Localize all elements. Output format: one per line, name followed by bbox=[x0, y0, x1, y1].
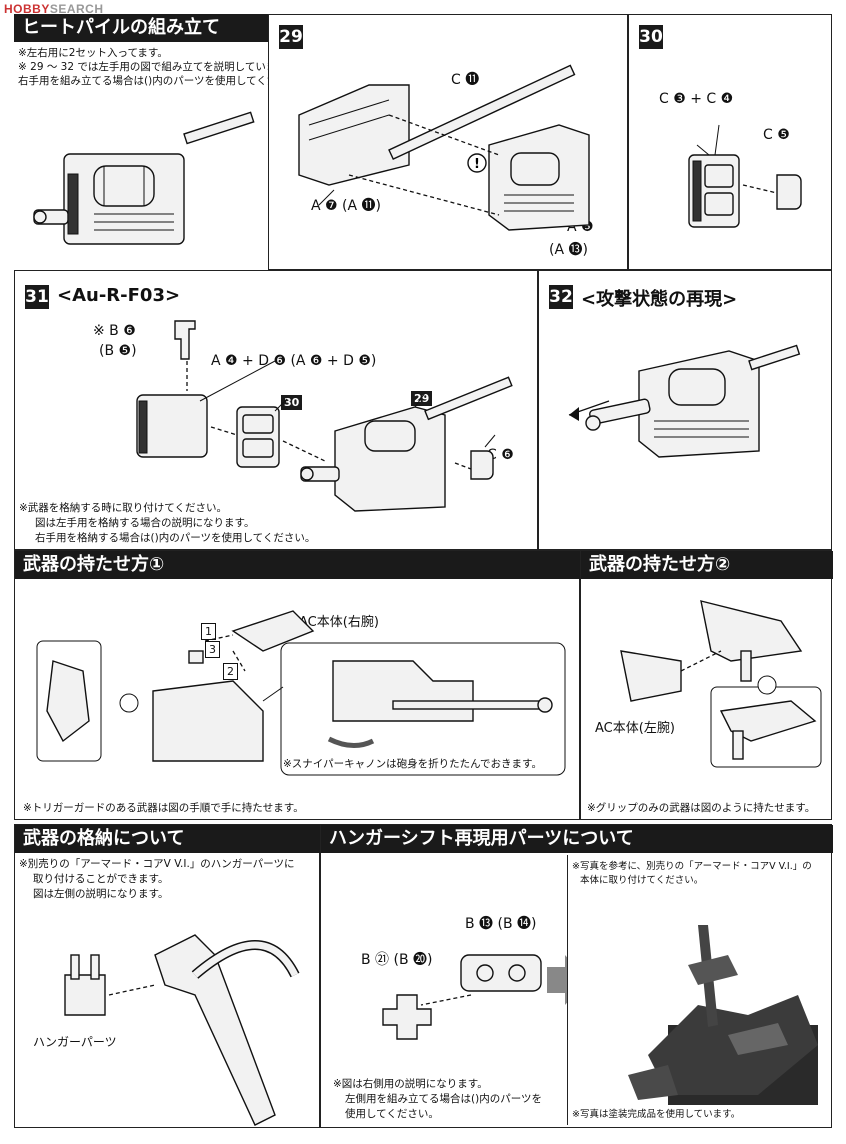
step-31-note-1: ※武器を格納する時に取り付けてください。 bbox=[19, 502, 227, 514]
heat-pile-title: ヒートパイルの組み立て bbox=[14, 14, 268, 42]
step-31-panel: 31 <Au-R-F03> ※ B ❻ (B ❺) A ❹ + D ❻ (A ❻… bbox=[14, 270, 538, 550]
hold-1-step-1: 1 bbox=[201, 623, 216, 640]
heat-pile-illustration bbox=[33, 111, 255, 245]
hanger-shift-panel: ハンガーシフト再現用パーツについて B ⓭ (B ⓮) B ㉑ (B ⓴) ※図… bbox=[320, 824, 833, 1128]
step-32-illustration bbox=[568, 344, 801, 458]
hold-2-ac-label: AC本体(左腕) bbox=[595, 721, 675, 736]
step-31-title: <Au-R-F03> bbox=[57, 285, 181, 306]
storage-note-2: 取り付けることができます。 bbox=[33, 873, 169, 885]
hanger-shift-illustration bbox=[382, 954, 542, 1040]
storage-illustration bbox=[64, 934, 300, 1126]
step-31-illustration bbox=[136, 320, 513, 512]
heat-pile-note-3: 右手用を組み立てる場合は()内のパーツを使用してください。 bbox=[18, 75, 309, 87]
storage-note-3: 図は左側の説明になります。 bbox=[33, 888, 169, 900]
step-31-note-3: 右手用を格納する場合は()内のパーツを使用してください。 bbox=[35, 532, 316, 544]
hanger-shift-photo-note-2: 本体に取り付けてください。 bbox=[580, 875, 704, 886]
step-30-illustration bbox=[688, 124, 802, 228]
step-32-number: 32 bbox=[549, 285, 573, 309]
hanger-shift-label-b13: B ⓭ (B ⓮) bbox=[465, 916, 537, 932]
step-30-label-c3c4: C ❸ + C ❹ bbox=[659, 91, 734, 107]
step-32-panel: 32 <攻撃状態の再現> bbox=[538, 270, 832, 550]
hanger-shift-title: ハンガーシフト再現用パーツについて bbox=[321, 825, 833, 853]
hold-1-title: 武器の持たせ方① bbox=[15, 551, 581, 579]
hanger-shift-photo: ※写真を参考に、別売りの「アーマード・コアV V.I.」の 本体に取り付けてくだ… bbox=[567, 855, 830, 1125]
hold-1-panel: 武器の持たせ方① AC本体(右腕) 1 3 2 ※スナイパーキャノンは砲身を折り… bbox=[14, 550, 581, 820]
storage-title: 武器の格納について bbox=[15, 825, 321, 853]
hanger-shift-photo-note-1: ※写真を参考に、別売りの「アーマード・コアV V.I.」の bbox=[572, 861, 812, 872]
hold-2-illustration bbox=[620, 600, 822, 768]
step-31-note-2: 図は左手用を格納する場合の説明になります。 bbox=[35, 517, 255, 529]
step-29-illustration: ! bbox=[298, 64, 590, 231]
heat-pile-note-2: ※ 29 ～ 32 では左手用の図で組み立てを説明しています。 bbox=[18, 61, 297, 73]
step-32-title: <攻撃状態の再現> bbox=[581, 289, 738, 310]
step-30-label-c5: C ❺ bbox=[763, 127, 790, 143]
hanger-shift-photo-footer: ※写真は塗装完成品を使用しています。 bbox=[572, 1109, 741, 1120]
hold-1-illustration bbox=[36, 610, 566, 776]
step-31-ref-30: 30 bbox=[281, 395, 303, 410]
hold-1-step-2: 2 bbox=[223, 663, 238, 680]
heat-pile-note-1: ※左右用に2セット入ってます。 bbox=[18, 47, 168, 59]
step-29-label-a13: (A ⓭) bbox=[549, 242, 588, 258]
hanger-shift-note-2: 左側用を組み立てる場合は()内のパーツを bbox=[345, 1093, 542, 1105]
model-photo bbox=[628, 925, 818, 1105]
hold-1-inset-note: ※スナイパーキャノンは砲身を折りたたんでおきます。 bbox=[283, 758, 543, 770]
step-31-number: 31 bbox=[25, 285, 49, 309]
step-29-label-a7: A ❼ (A ⓫) bbox=[311, 198, 381, 214]
hold-1-ac-label: AC本体(右腕) bbox=[299, 615, 379, 630]
storage-panel: 武器の格納について ※別売りの「アーマード・コアV V.I.」のハンガーパーツに… bbox=[14, 824, 321, 1128]
storage-note-1: ※別売りの「アーマード・コアV V.I.」のハンガーパーツに bbox=[19, 858, 295, 870]
hold-2-panel: 武器の持たせ方② AC本体(左腕) ※グリップのみの武器は図のように持たせます。 bbox=[580, 550, 833, 820]
step-30-panel: 30 C ❸ + C ❹ C ❺ bbox=[628, 14, 832, 270]
hanger-shift-note-1: ※図は右側用の説明になります。 bbox=[333, 1078, 488, 1090]
step-29-number: 29 bbox=[279, 25, 303, 49]
hold-2-footer-note: ※グリップのみの武器は図のように持たせます。 bbox=[587, 802, 816, 814]
hold-1-step-3: 3 bbox=[205, 641, 220, 658]
hanger-shift-label-b21: B ㉑ (B ⓴) bbox=[361, 952, 433, 968]
hold-2-title: 武器の持たせ方② bbox=[581, 551, 833, 579]
heat-pile-panel: ヒートパイルの組み立て ※左右用に2セット入ってます。 ※ 29 ～ 32 では… bbox=[14, 14, 309, 270]
step-29-label-c11: C ⓫ bbox=[451, 72, 480, 88]
caution-icon: ! bbox=[474, 157, 480, 172]
step-31-label-ad: A ❹ + D ❻ (A ❻ + D ❺) bbox=[211, 353, 377, 369]
step-31-label-b6: ※ B ❻ bbox=[93, 323, 136, 339]
hold-1-footer-note: ※トリガーガードのある武器は図の手順で手に持たせます。 bbox=[23, 802, 304, 814]
step-31-label-b5: (B ❺) bbox=[99, 343, 137, 359]
watermark: HOBBYSEARCH bbox=[4, 2, 104, 16]
storage-hanger-label: ハンガーパーツ bbox=[33, 1035, 117, 1049]
step-29-panel: 29 C ⓫ A ❼ (A ⓫) A ❺ (A ⓭) ! bbox=[268, 14, 628, 270]
hanger-shift-note-3: 使用してください。 bbox=[345, 1108, 439, 1120]
step-30-number: 30 bbox=[639, 25, 663, 49]
